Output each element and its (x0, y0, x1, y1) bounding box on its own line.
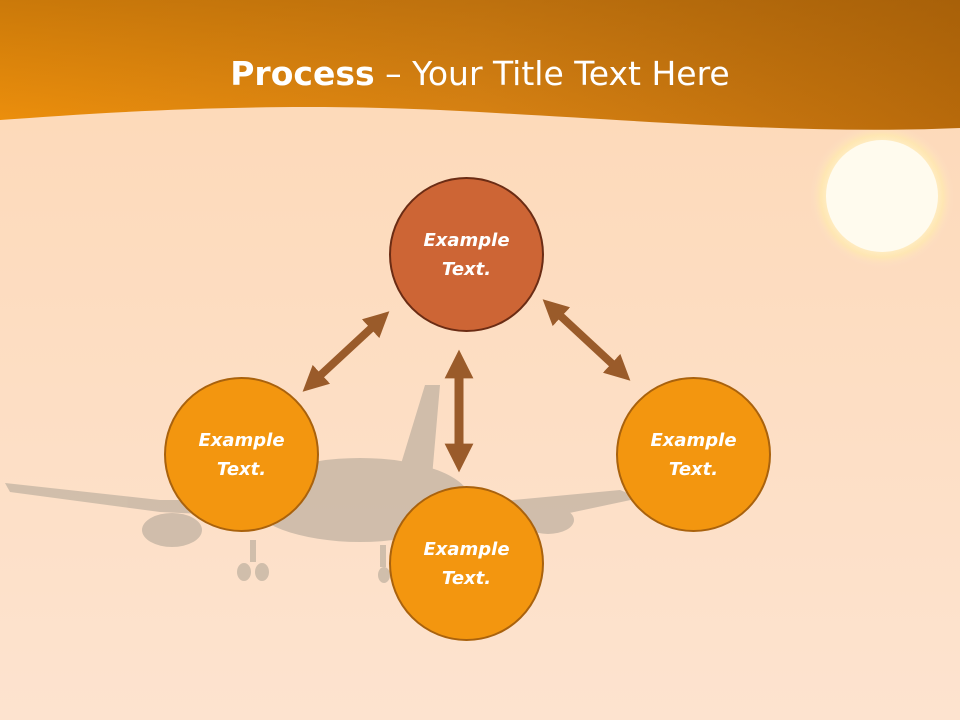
arrow-top-right (542, 299, 631, 381)
process-node-left: Example Text. (164, 377, 319, 532)
title-bold: Process (230, 54, 375, 93)
process-node-bottom: Example Text. (389, 486, 544, 641)
node-top-line1: Example (423, 229, 510, 251)
title-separator: – (374, 54, 413, 93)
node-bottom-line2: Text. (441, 567, 492, 589)
node-right-line1: Example (650, 429, 737, 451)
process-node-top: Example Text. (389, 177, 544, 332)
process-node-right: Example Text. (616, 377, 771, 532)
title-banner (0, 0, 960, 130)
title-regular: Your Title Text Here (412, 54, 730, 93)
arrow-top-left (302, 311, 390, 392)
node-right-line2: Text. (668, 458, 719, 480)
sun-image (810, 124, 954, 268)
slide-title: Process – Your Title Text Here (0, 52, 960, 96)
node-left-line1: Example (198, 429, 285, 451)
node-bottom-line1: Example (423, 538, 510, 560)
node-top-line2: Text. (441, 258, 492, 280)
node-left-line2: Text. (216, 458, 267, 480)
